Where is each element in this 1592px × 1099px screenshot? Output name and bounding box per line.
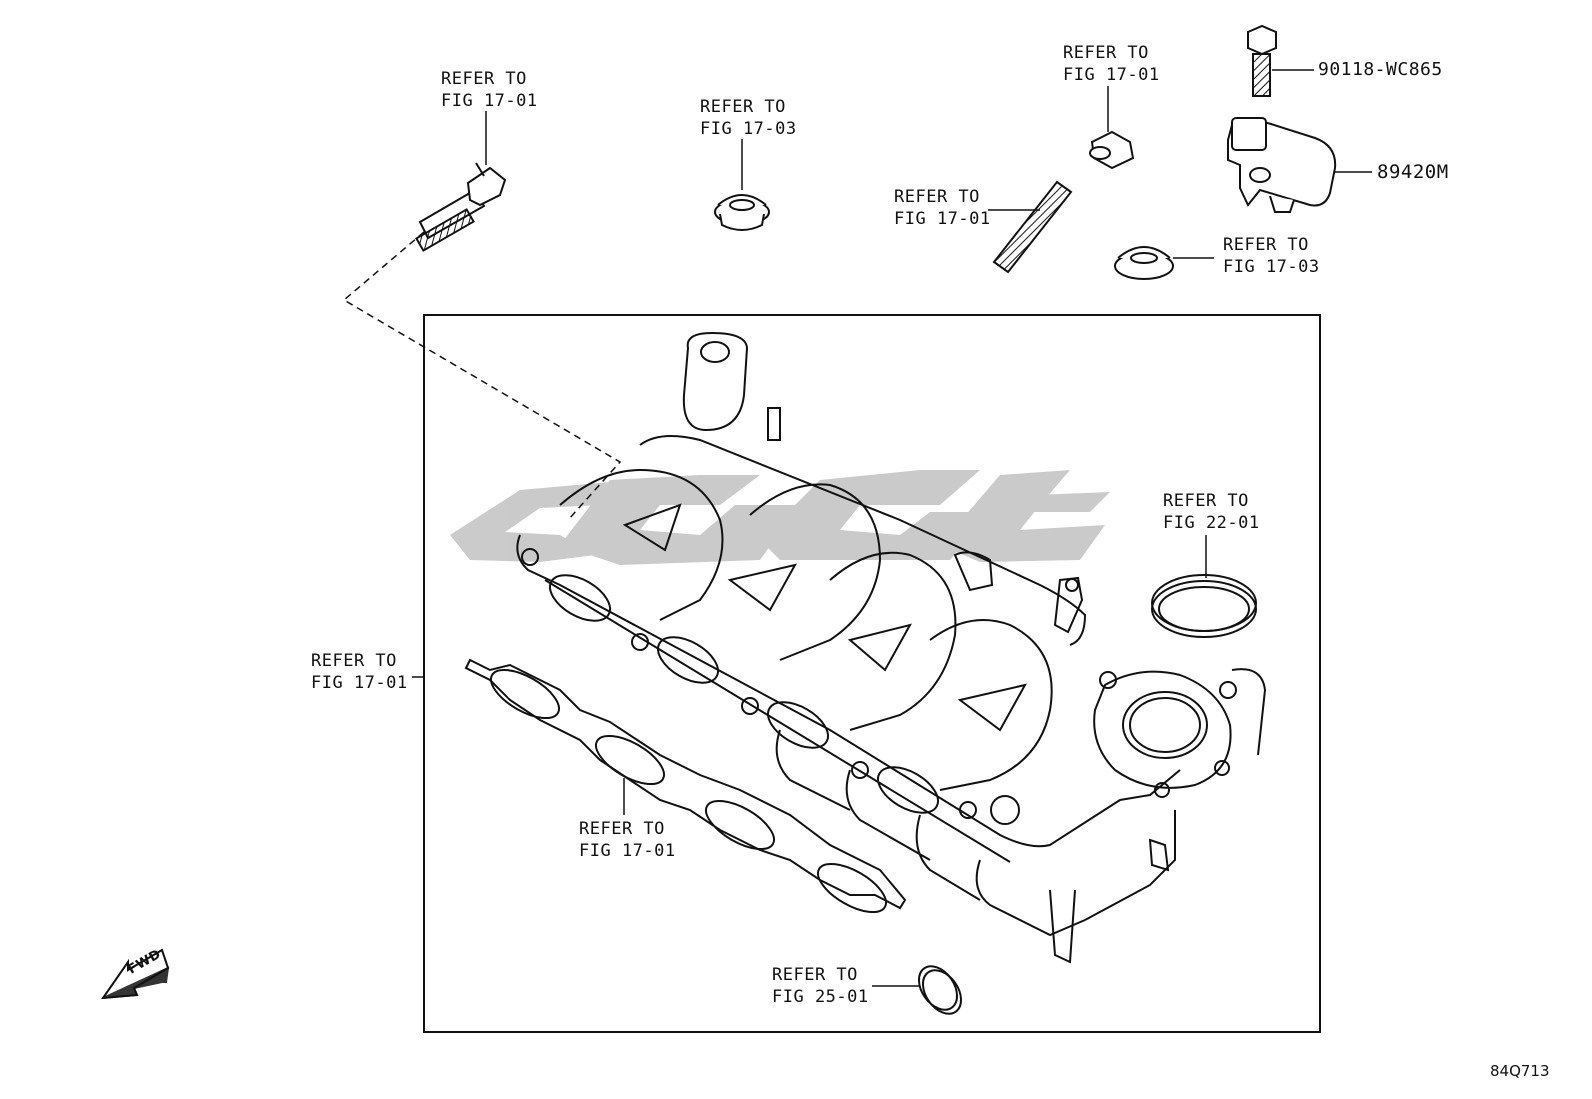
intake-gasket bbox=[464, 658, 907, 914]
illustration-number: 84Q713 bbox=[1490, 1062, 1550, 1080]
assembly-box bbox=[423, 314, 1321, 1033]
ref-line-1: REFER TO bbox=[1223, 235, 1309, 255]
ref-line-1: REFER TO bbox=[700, 97, 786, 117]
ref-line-2: FIG 17-03 bbox=[1223, 257, 1320, 277]
intake-manifold bbox=[516, 331, 1267, 964]
ref-line-2: FIG 17-01 bbox=[1063, 65, 1160, 85]
watermark-logo bbox=[450, 470, 1110, 565]
stud-bolt bbox=[992, 180, 1073, 274]
ref-line-2: FIG 25-01 bbox=[772, 987, 869, 1007]
ref-line-2: FIG 17-01 bbox=[441, 91, 538, 111]
ref-line-2: FIG 17-01 bbox=[311, 673, 408, 693]
ref-line-2: FIG 17-01 bbox=[579, 841, 676, 861]
flange-bolt-left bbox=[415, 162, 507, 252]
grommet-center bbox=[714, 194, 770, 231]
ref-line-1: REFER TO bbox=[772, 965, 858, 985]
ref-line-1: REFER TO bbox=[1063, 43, 1149, 63]
ref-line-1: REFER TO bbox=[1163, 491, 1249, 511]
ref-line-2: FIG 22-01 bbox=[1163, 513, 1260, 533]
grommet-right bbox=[1114, 246, 1174, 280]
ref-line-2: FIG 17-01 bbox=[894, 209, 991, 229]
bolt-dashed-leader bbox=[342, 231, 622, 521]
map-sensor bbox=[1227, 116, 1337, 213]
ref-line-1: REFER TO bbox=[311, 651, 397, 671]
fwd-arrow-icon bbox=[100, 948, 170, 1000]
ref-line-1: REFER TO bbox=[894, 187, 980, 207]
o-ring-small bbox=[917, 965, 963, 1015]
ref-line-2: FIG 17-03 bbox=[700, 119, 797, 139]
part-number-sensor: 89420M bbox=[1377, 161, 1449, 183]
ref-line-1: REFER TO bbox=[441, 69, 527, 89]
o-ring-large bbox=[1151, 574, 1257, 638]
ref-line-1: REFER TO bbox=[579, 819, 665, 839]
bolt-90118 bbox=[1247, 24, 1277, 97]
part-number-bolt: 90118-WC865 bbox=[1318, 59, 1443, 80]
flange-nut bbox=[1089, 130, 1135, 170]
